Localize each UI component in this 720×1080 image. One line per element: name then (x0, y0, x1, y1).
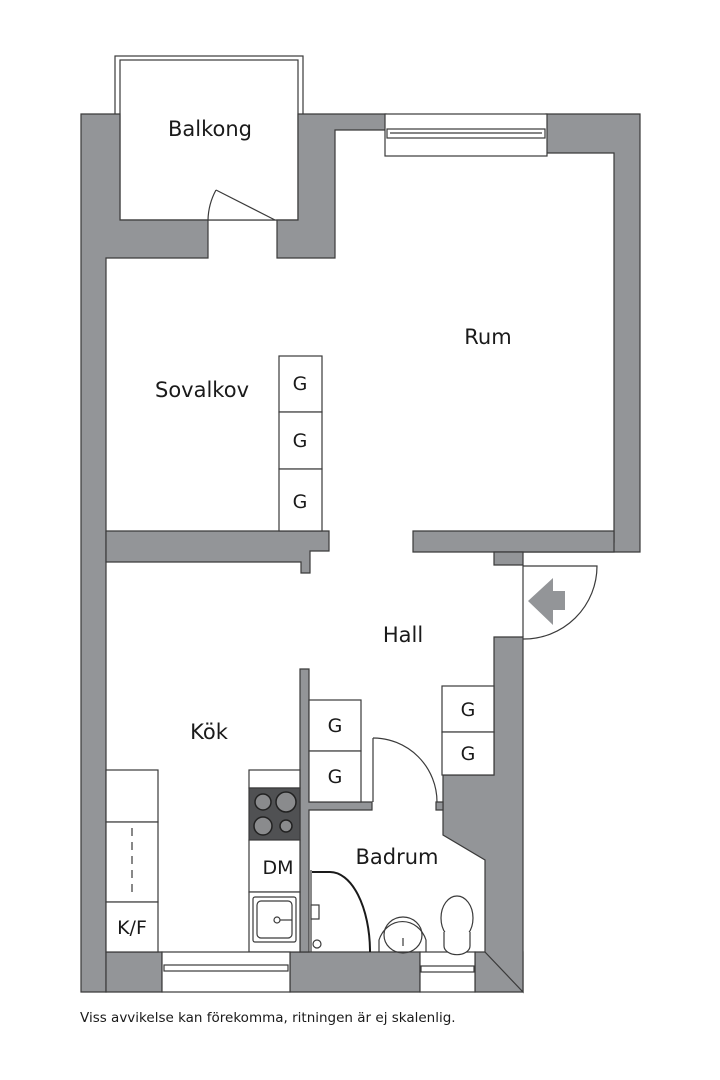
kitchen-right-counter: DM (248, 769, 301, 953)
wardrobe-label: G (293, 491, 308, 513)
disclaimer-text: Viss avvikelse kan förekomma, ritningen … (80, 1010, 456, 1026)
room-label-sovalkov: Sovalkov (155, 378, 249, 402)
svg-text:G: G (461, 743, 476, 765)
window-rum (384, 113, 548, 157)
interior-walls (105, 530, 615, 953)
wardrobe-label: G (293, 373, 308, 395)
balcony (114, 55, 304, 221)
room-label-badrum: Badrum (355, 845, 438, 869)
wardrobes-hall-right: G G (441, 685, 495, 776)
svg-text:G: G (328, 715, 343, 737)
wardrobes-sovalkov: G G G (278, 355, 323, 532)
outer-walls (80, 113, 641, 994)
svg-text:G: G (461, 699, 476, 721)
kitchen-left-counter: K/F (105, 769, 159, 953)
bathroom-door (372, 737, 438, 803)
toilet (440, 895, 474, 956)
shower (310, 870, 371, 952)
dishwasher-label: DM (262, 857, 293, 879)
room-label-balkong: Balkong (168, 117, 252, 141)
window-kitchen (161, 951, 291, 993)
washbasin (378, 916, 427, 954)
window-bathroom (419, 951, 476, 993)
balcony-door (207, 189, 276, 221)
room-label-rum: Rum (464, 325, 511, 349)
room-label-kok: Kök (190, 720, 229, 744)
fridge-freezer-label: K/F (117, 917, 147, 939)
svg-text:G: G (328, 766, 343, 788)
room-label-hall: Hall (383, 623, 423, 647)
wardrobes-hall-left: G G (308, 699, 362, 803)
entrance-door (522, 565, 598, 640)
wardrobe-label: G (293, 430, 308, 452)
